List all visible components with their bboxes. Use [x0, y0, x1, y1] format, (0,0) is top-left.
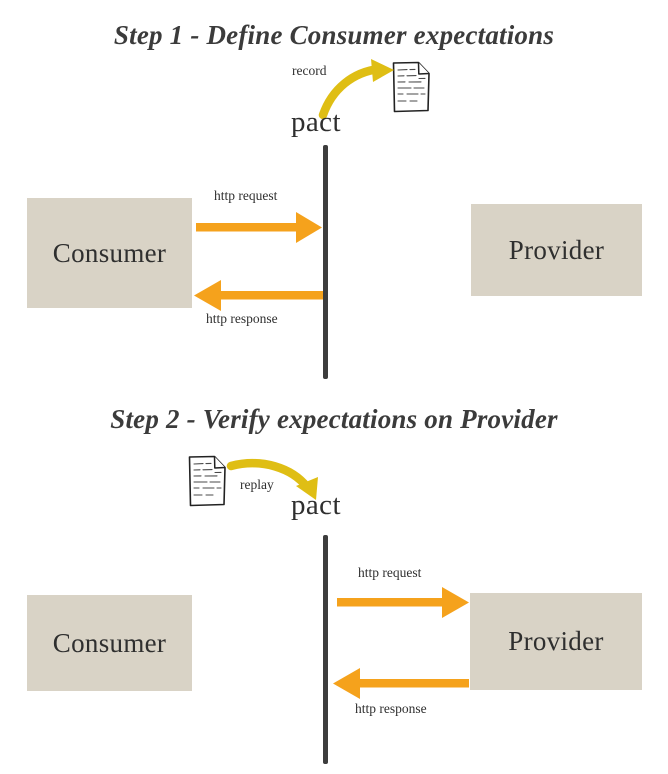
- step1-pact-line: [323, 145, 328, 379]
- step1-http-request-label: http request: [214, 188, 278, 203]
- step1-provider-label: Provider: [508, 234, 605, 265]
- step2-consumer-label: Consumer: [52, 627, 167, 658]
- step2-provider-label: Provider: [508, 626, 604, 656]
- step2-consumer-box: Consumer: [27, 595, 192, 691]
- step2-title: Step 2 - Verify expectations on Provider: [110, 404, 558, 434]
- step2-provider-box: Provider: [470, 593, 642, 690]
- step2-replay-label: replay: [240, 477, 274, 492]
- document-icon: [188, 455, 226, 507]
- http-response-arrow: [194, 280, 323, 311]
- step1-pact-label: pact: [291, 106, 341, 138]
- step2-pact-label: pact: [291, 489, 341, 521]
- document-icon: [392, 61, 430, 113]
- http-request-arrow: [337, 587, 469, 618]
- step2-http-response-label: http response: [355, 701, 427, 716]
- step1-provider-box: Provider: [471, 204, 642, 296]
- step2-http-request-label: http request: [358, 565, 422, 580]
- step2-pact-line: [323, 535, 328, 764]
- step1-http-response-label: http response: [206, 311, 278, 326]
- step1-record-label: record: [292, 63, 327, 78]
- http-response-arrow: [333, 668, 469, 699]
- step1-title: Step 1 - Define Consumer expectations: [113, 20, 555, 50]
- step1-consumer-label: Consumer: [52, 237, 167, 268]
- step1-consumer-box: Consumer: [27, 198, 192, 308]
- http-request-arrow: [196, 212, 322, 243]
